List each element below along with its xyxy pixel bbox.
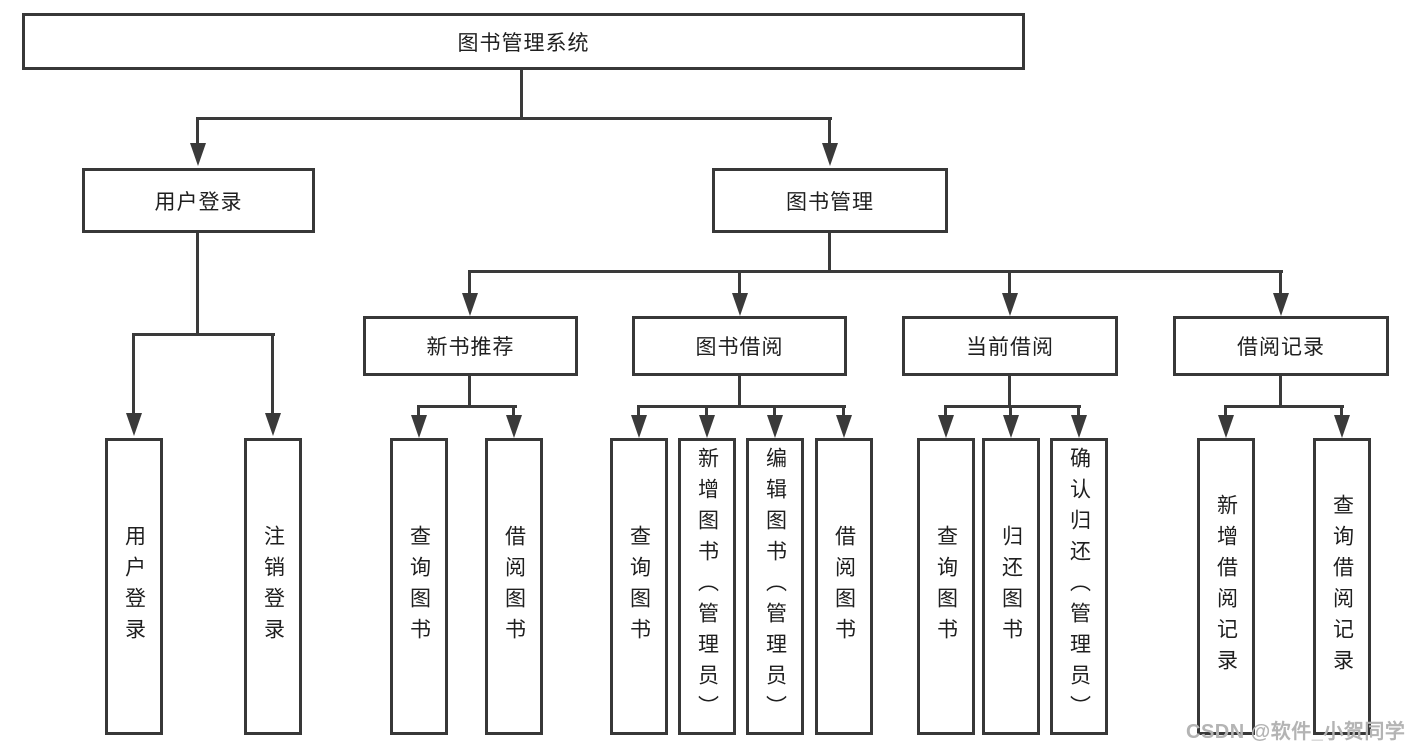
connector-drop-leaf-logout [271,333,274,414]
arrow-to-cb-query [938,415,954,438]
arrow-to-br-add [1218,415,1234,438]
connector-drop-leaf-login [132,333,135,414]
leaf-bb-edit-books-admin: 编辑图书（管理员） [746,438,804,735]
connector-drop-borrow-records [1279,270,1282,294]
leaf-br-query-record-label: 查询借阅记录 [1330,493,1354,680]
arrow-to-cb-confirm [1071,415,1087,438]
node-book-borrow-label: 图书借阅 [695,336,784,359]
connector-drop-cb-return [1009,405,1012,416]
leaf-bb-borrow-books-label: 借阅图书 [832,524,856,649]
arrow-to-book-borrow [732,293,748,316]
connector-drop-bb-edit [773,405,776,416]
leaf-cb-return-books: 归还图书 [982,438,1040,735]
connector-user-login-rail [132,333,275,336]
arrow-to-nb-borrow [506,415,522,438]
connector-drop-cb-query [944,405,947,416]
connector-drop-current-borrow [1008,270,1011,294]
leaf-user-login: 用户登录 [105,438,163,735]
leaf-bb-query-books: 查询图书 [610,438,668,735]
connector-borrow-records-stem [1279,376,1282,407]
arrow-to-user-login [190,143,206,166]
leaf-bb-add-books-admin: 新增图书（管理员） [678,438,736,735]
leaf-br-add-record: 新增借阅记录 [1197,438,1255,735]
node-current-borrow: 当前借阅 [902,316,1118,376]
node-borrow-records: 借阅记录 [1173,316,1389,376]
connector-drop-user-login [196,117,199,144]
connector-drop-bb-query [637,405,640,416]
connector-drop-br-add [1224,405,1227,416]
arrow-to-borrow-records [1273,293,1289,316]
leaf-nb-borrow-books: 借阅图书 [485,438,543,735]
connector-drop-nb-query [417,405,420,416]
leaf-br-query-record: 查询借阅记录 [1313,438,1371,735]
node-new-book-recommend: 新书推荐 [363,316,578,376]
leaf-bb-query-books-label: 查询图书 [627,524,651,649]
leaf-bb-edit-books-admin-label: 编辑图书（管理员） [763,447,787,726]
node-root: 图书管理系统 [22,13,1025,70]
connector-current-borrow-stem [1008,376,1011,407]
connector-book-borrow-stem [738,376,741,407]
connector-drop-bb-add [705,405,708,416]
leaf-nb-query-books-label: 查询图书 [407,524,431,649]
connector-drop-nb-borrow [512,405,515,416]
connector-borrow-records-rail [1224,405,1344,408]
connector-root-rail [196,117,832,120]
arrow-to-bb-edit [767,415,783,438]
arrow-to-bb-add [699,415,715,438]
arrow-to-br-query [1334,415,1350,438]
leaf-logout-label: 注销登录 [261,524,285,649]
node-book-borrow: 图书借阅 [632,316,847,376]
leaf-br-add-record-label: 新增借阅记录 [1214,493,1238,680]
node-root-label: 图书管理系统 [457,31,590,55]
connector-drop-new-book [468,270,471,294]
connector-book-management-stem [828,233,831,273]
connector-drop-book-borrow [738,270,741,294]
arrow-to-bb-borrow [836,415,852,438]
leaf-nb-borrow-books-label: 借阅图书 [502,524,526,649]
leaf-nb-query-books: 查询图书 [390,438,448,735]
node-user-login-label: 用户登录 [154,190,243,214]
arrow-to-current-borrow [1002,293,1018,316]
node-borrow-records-label: 借阅记录 [1237,336,1325,359]
leaf-logout: 注销登录 [244,438,302,735]
arrow-to-book-management [822,143,838,166]
leaf-user-login-label: 用户登录 [122,524,146,649]
connector-book-borrow-rail [637,405,846,408]
node-new-book-recommend-label: 新书推荐 [426,336,515,359]
node-user-login: 用户登录 [82,168,315,233]
connector-current-borrow-rail [944,405,1081,408]
node-book-management-label: 图书管理 [786,190,874,214]
leaf-cb-confirm-return-admin: 确认归还（管理员） [1050,438,1108,735]
csdn-watermark: CSDN @软件_小贺同学 [1186,721,1405,743]
connector-root-stem [520,70,523,117]
arrow-to-bb-query [631,415,647,438]
node-current-borrow-label: 当前借阅 [966,336,1054,359]
connector-drop-book-management [828,117,831,144]
leaf-cb-return-books-label: 归还图书 [999,524,1023,649]
connector-new-book-rail [417,405,517,408]
connector-user-login-stem [196,233,199,335]
arrow-to-leaf-login [126,413,142,436]
connector-drop-cb-confirm [1077,405,1080,416]
connector-drop-br-query [1340,405,1343,416]
arrow-to-nb-query [411,415,427,438]
node-book-management: 图书管理 [712,168,948,233]
arrow-to-leaf-logout [265,413,281,436]
connector-drop-bb-borrow [842,405,845,416]
leaf-cb-confirm-return-admin-label: 确认归还（管理员） [1067,447,1091,726]
leaf-bb-add-books-admin-label: 新增图书（管理员） [695,447,719,726]
connector-new-book-stem [468,376,471,407]
leaf-cb-query-books-label: 查询图书 [934,524,958,649]
arrow-to-cb-return [1003,415,1019,438]
arrow-to-new-book [462,293,478,316]
leaf-cb-query-books: 查询图书 [917,438,975,735]
leaf-bb-borrow-books: 借阅图书 [815,438,873,735]
connector-book-management-rail [468,270,1283,273]
